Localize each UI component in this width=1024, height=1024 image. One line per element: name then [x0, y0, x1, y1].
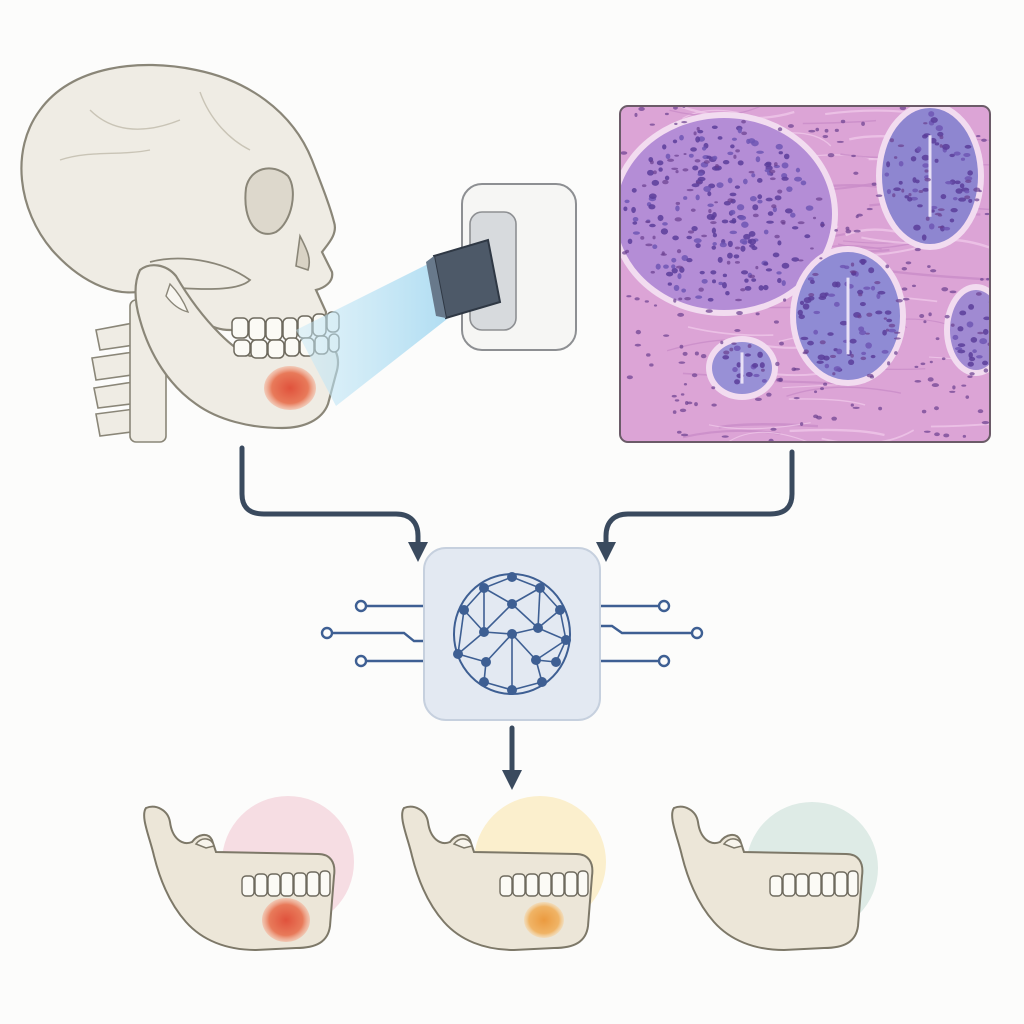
network-node — [555, 605, 565, 615]
arrow-from-histology — [606, 452, 792, 552]
network-node — [533, 623, 543, 633]
network-node — [507, 685, 517, 695]
xray-scanner-icon — [426, 184, 576, 350]
network-node — [459, 605, 469, 615]
network-node — [453, 649, 463, 659]
ai-processor — [322, 548, 702, 720]
network-node — [535, 583, 545, 593]
mandible-lesion-moderate — [402, 796, 606, 950]
jaw-lesion-icon — [264, 366, 316, 410]
network-node — [507, 599, 517, 609]
lesion-moderate-icon — [524, 902, 564, 938]
network-node — [551, 657, 561, 667]
output-mandibles — [144, 796, 878, 950]
network-node — [479, 677, 489, 687]
network-node — [537, 677, 547, 687]
network-node — [531, 655, 541, 665]
skull-with-xray-scanner — [21, 65, 576, 442]
arrow-from-xray — [242, 448, 418, 552]
network-node — [479, 583, 489, 593]
network-node — [479, 627, 489, 637]
lesion-severe-icon — [262, 898, 310, 942]
histopathology-micrograph — [610, 100, 1024, 443]
mandible-lesion-severe — [144, 796, 354, 950]
network-node — [507, 629, 517, 639]
tissue-gland — [950, 290, 1002, 370]
mandible-lesion-none — [672, 802, 878, 950]
chip-connectors-left — [322, 601, 424, 666]
network-node — [507, 572, 517, 582]
network-node — [481, 657, 491, 667]
network-node — [561, 635, 571, 645]
chip-connectors-right — [600, 601, 702, 666]
